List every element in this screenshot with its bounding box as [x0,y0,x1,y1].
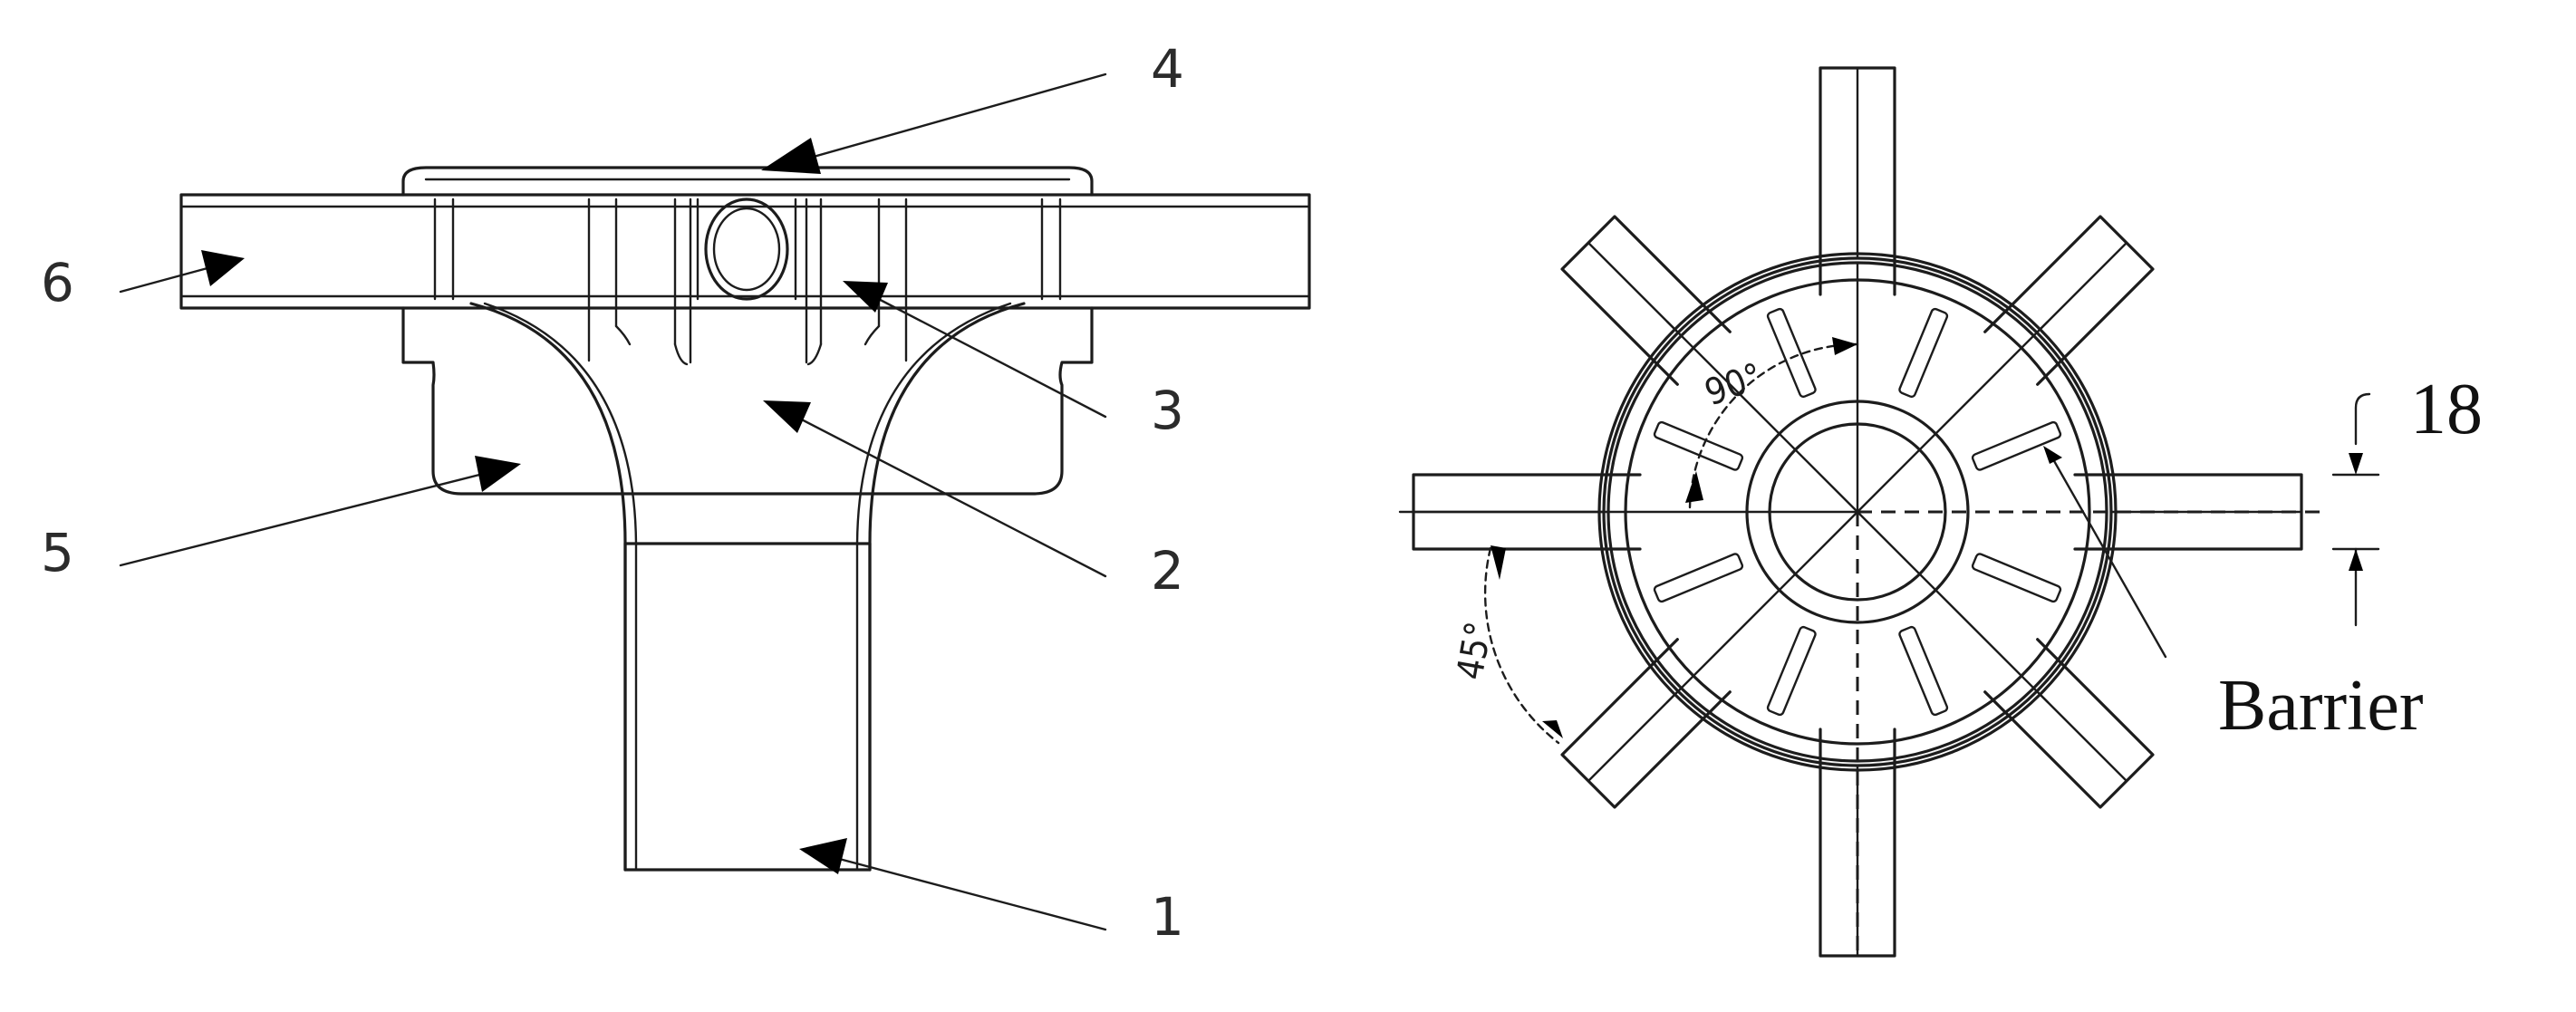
arm-7 [1983,215,2155,386]
callout-5: 5 [41,522,74,583]
arrowhead-2 [763,400,811,433]
barrier-0 [1766,625,1817,717]
central-chamber [401,306,1094,496]
elbow-wall-left [469,302,627,872]
leader-1 [827,854,1107,931]
barrier-label: Barrier [2218,666,2424,746]
inspection-ring [704,198,789,301]
leader-4 [796,72,1107,163]
horizontal-pipe [179,193,1311,310]
barrier-6 [1971,553,2062,603]
arrowhead-5 [475,456,521,492]
arrowhead-3 [843,281,888,313]
arrowheads [201,138,888,874]
barrier-1 [1653,553,1744,603]
top-cover [401,166,1094,197]
callout-3: 3 [1151,380,1184,441]
partition-ribs [433,198,1062,366]
elbow-wall-right [868,302,1026,872]
barrier-2 [1653,420,1744,471]
callout-1: 1 [1151,886,1184,948]
left-view-drawing: 4 6 3 2 5 1 [41,38,1311,948]
leader-2 [791,413,1107,578]
radial-arms [1412,66,2303,958]
dimension-18: 18 [2331,370,2483,627]
arm-1 [1983,638,2155,809]
elbow-inner-left [483,302,638,545]
angle-arc-90 [1688,342,1859,509]
arm-5 [1560,215,1732,386]
callout-4: 4 [1151,38,1184,100]
barrier-leader [2048,451,2167,659]
callout-6: 6 [41,252,74,313]
callout-numbers: 4 6 3 2 5 1 [41,38,1184,948]
barrier-4 [1898,307,1949,399]
barriers [1653,307,2062,717]
barrier-5 [1971,420,2062,471]
leader-3 [868,293,1107,419]
callout-2: 2 [1151,540,1184,602]
arm-6 [1819,66,1896,296]
angle-arc-45 [1483,546,1560,745]
leader-5 [119,469,496,567]
barrier-7 [1898,625,1949,717]
angle-label-45: 45° [1450,619,1500,683]
right-view-drawing: 90° 45° 18 Barrier [1398,66,2483,958]
dimension-label: 18 [2410,370,2483,449]
leader-lines [119,72,1107,931]
elbow-inner-right [855,302,1012,545]
arrowhead-6 [201,250,245,286]
arrowhead-4 [761,138,821,174]
arm-3 [1560,638,1732,809]
outlet-pipe [623,542,872,872]
leader-6 [119,264,219,294]
arrowhead-1 [799,838,847,874]
inspection-ring-inner [712,207,781,292]
barrier-3 [1766,307,1817,399]
